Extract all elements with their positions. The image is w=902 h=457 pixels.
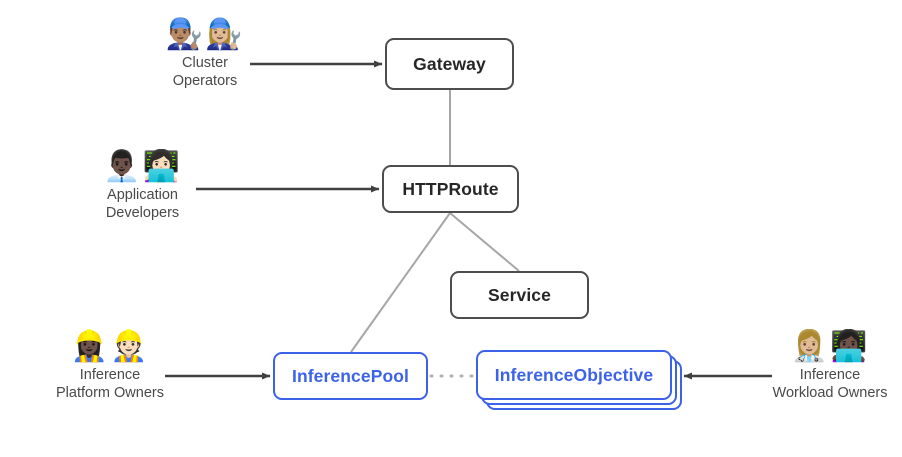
node-inferenceobjective-label: InferenceObjective: [494, 364, 654, 385]
node-inferencepool-label: InferencePool: [291, 365, 410, 386]
node-service-label: Service: [488, 284, 551, 305]
node-httproute[interactable]: HTTPRoute: [382, 165, 519, 213]
actor-cluster-operators: 👨🏽‍🔧👩🏼‍🔧 Cluster Operators: [130, 18, 280, 90]
node-gateway-label: Gateway: [413, 53, 486, 74]
actor-application-developers-label: Application Developers: [105, 187, 180, 221]
actor-inference-workload-owners-label: Inference Workload Owners: [772, 367, 888, 401]
edge-httproute-to-inferencepool: [350, 212, 451, 353]
node-inferencepool[interactable]: InferencePool: [273, 352, 428, 400]
actor-cluster-operators-label: Cluster Operators: [172, 55, 238, 89]
node-httproute-label: HTTPRoute: [402, 178, 499, 199]
node-inferenceobjective[interactable]: InferenceObjective: [476, 350, 672, 400]
actor-application-developers: 👨🏿‍💼👩🏻‍💻 Application Developers: [60, 150, 225, 222]
actor-inference-platform-owners-label: Inference Platform Owners: [56, 367, 164, 401]
actor-inference-workload-owners: 👩🏼‍⚕️👩🏿‍💻 Inference Workload Owners: [740, 330, 902, 402]
mechanic-people-icon: 👨🏽‍🔧👩🏼‍🔧: [165, 18, 245, 51]
construction-worker-icon: 👷🏿‍♀️👷🏻: [70, 330, 150, 363]
office-worker-technologist-icon: 👨🏿‍💼👩🏻‍💻: [103, 150, 182, 183]
edge-httproute-to-service: [449, 212, 520, 272]
node-gateway[interactable]: Gateway: [385, 38, 514, 90]
node-service[interactable]: Service: [450, 271, 589, 319]
actor-inference-platform-owners: 👷🏿‍♀️👷🏻 Inference Platform Owners: [0, 330, 220, 402]
health-worker-technologist-icon: 👩🏼‍⚕️👩🏿‍💻: [790, 330, 870, 363]
